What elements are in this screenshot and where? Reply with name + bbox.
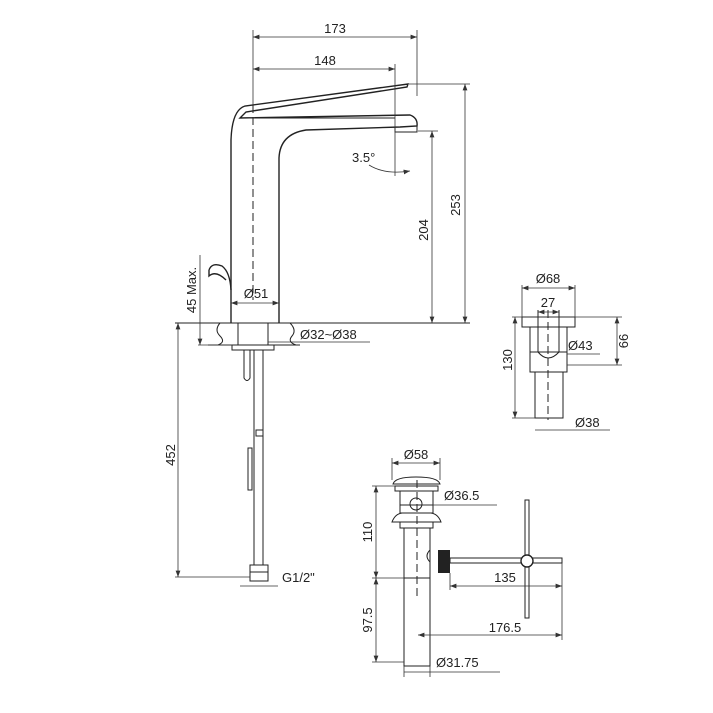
dim-escutcheon-tube: Ø38: [575, 415, 600, 430]
hose-nut: [249, 564, 269, 582]
dim-tail-diameter: Ø31.75: [436, 655, 479, 670]
dim-escutcheon-inner: 27: [541, 295, 555, 310]
faucet-drawing: 173 148 253 204 3.5° Ø51 45 Max. Ø32~Ø38…: [163, 21, 470, 587]
dim-253: 253: [448, 194, 463, 216]
dim-drain-lower: 97.5: [360, 607, 375, 632]
dim-hole-diameter: Ø32~Ø38: [300, 327, 357, 342]
dim-204: 204: [416, 219, 431, 241]
dim-hose-length: 452: [163, 444, 178, 466]
faucet-body-outline: [230, 83, 418, 323]
dim-connection: G1/2": [282, 570, 315, 585]
drain-rod-nut: [438, 550, 450, 573]
drain-drawing: Ø58 Ø36.5 110 97.5 135 176.5 Ø31.75: [360, 447, 563, 677]
dim-drain-cap: Ø58: [404, 447, 429, 462]
dim-escutcheon-height: 66: [616, 334, 631, 348]
dim-deck-max: 45 Max.: [184, 267, 199, 313]
dim-escutcheon-body: Ø43: [568, 338, 593, 353]
dim-drain-flange: Ø36.5: [444, 488, 479, 503]
dim-escutcheon-length: 130: [500, 349, 515, 371]
dim-total-reach: 176.5: [489, 620, 522, 635]
drain-cap: [392, 476, 441, 485]
dim-base-diameter: Ø51: [244, 286, 269, 301]
dim-173: 173: [324, 21, 346, 36]
dim-escutcheon-outer: Ø68: [536, 271, 561, 286]
dim-rod-length: 135: [494, 570, 516, 585]
dim-drain-upper: 110: [360, 522, 375, 543]
side-lever-icon: [208, 263, 232, 291]
dim-148: 148: [314, 53, 336, 68]
dim-angle: 3.5°: [352, 150, 375, 165]
escutcheon-drawing: Ø68 27 Ø43 66 130 Ø38: [500, 271, 631, 431]
